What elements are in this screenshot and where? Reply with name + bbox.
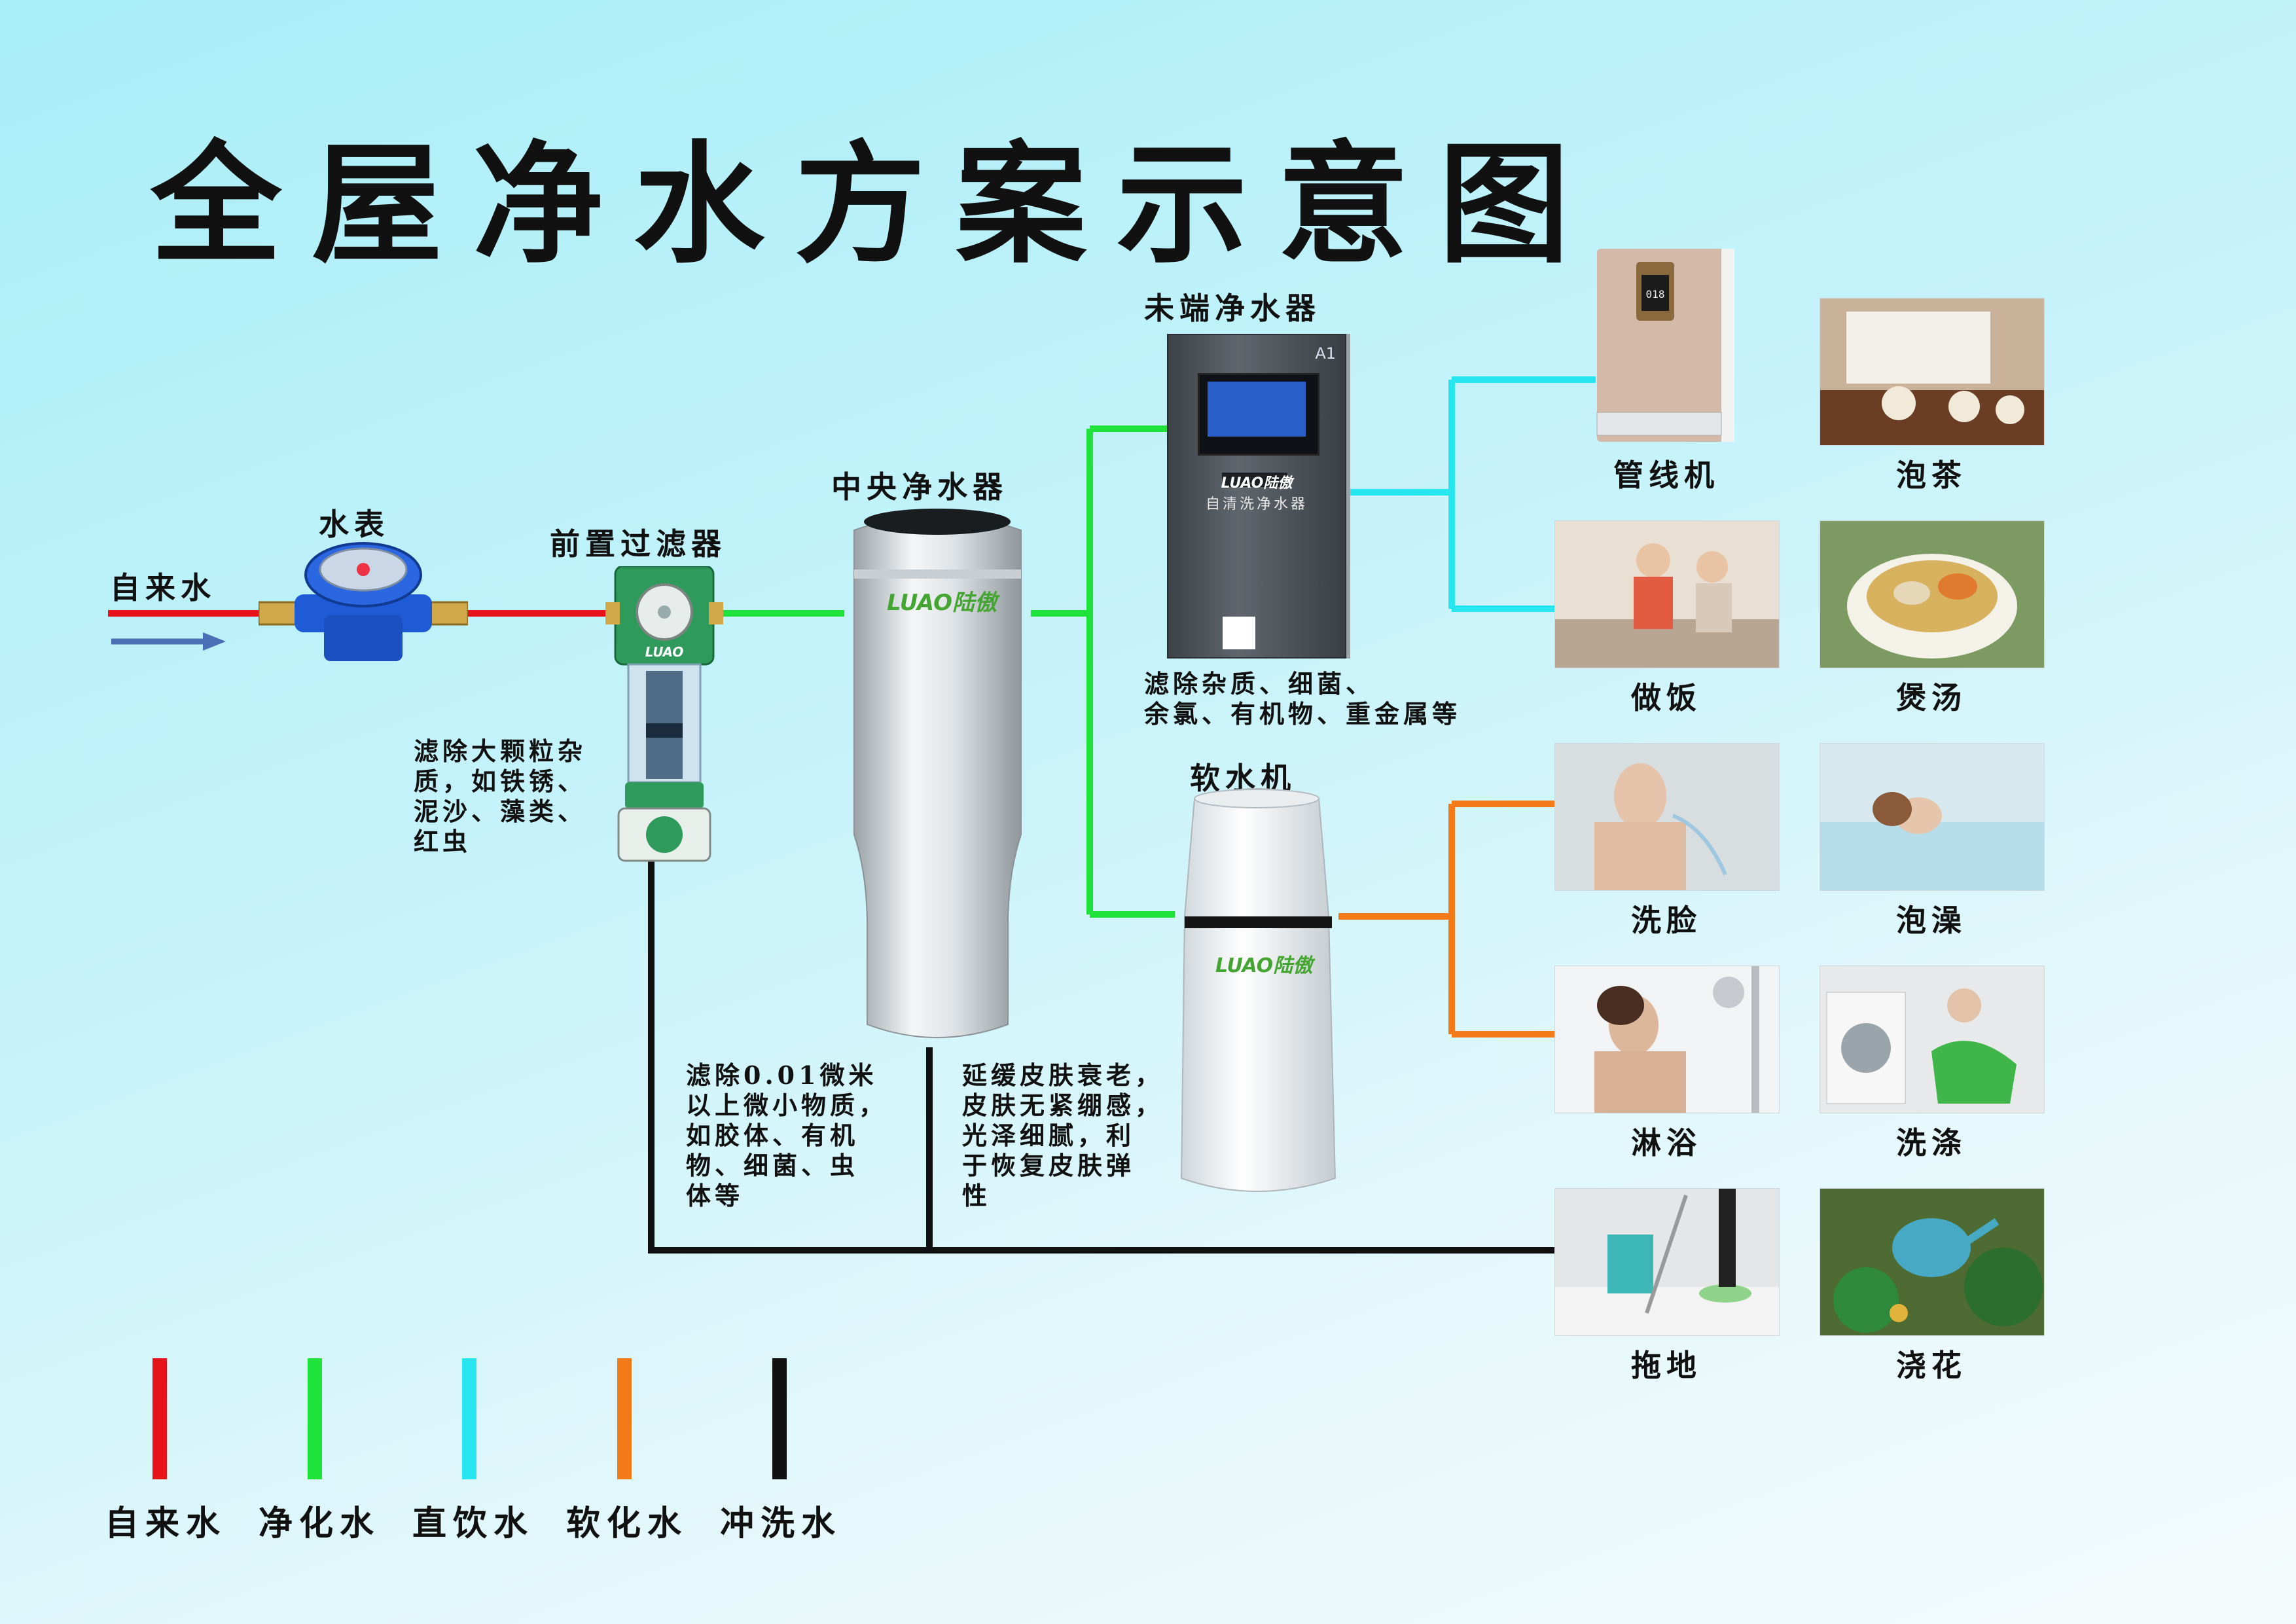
caption-cooking: 做饭: [1631, 680, 1702, 715]
soup-photo: [1820, 520, 2045, 668]
qr-code-icon: [1223, 617, 1255, 649]
tap-water-label: 自来水: [110, 570, 216, 605]
pre-filter-label: 前置过滤器: [550, 526, 726, 562]
tea-icon: [1820, 298, 2044, 445]
mopping-icon: [1555, 1189, 1779, 1335]
bath-icon: [1820, 744, 2044, 890]
terminal-purifier-label: 未端净水器: [1144, 291, 1321, 326]
face-wash-photo: [1554, 743, 1780, 891]
softener-brand: LUAO陆傲: [1215, 954, 1313, 977]
face-wash-icon: [1555, 744, 1779, 890]
soup-icon: [1820, 521, 2044, 668]
page-title: 全屋净水方案示意图: [151, 128, 1600, 281]
legend-swatch-softened: [617, 1358, 632, 1479]
terminal-description: 滤除杂质、细菌、 余氯、有机物、重金属等: [1144, 669, 1462, 729]
caption-laundry: 洗涤: [1896, 1125, 1967, 1161]
softener-device: LUAO陆傲: [1175, 785, 1338, 1198]
legend-label-direct: 直饮水: [412, 1504, 535, 1543]
caption-tea: 泡茶: [1896, 458, 1967, 493]
softener-body: [1180, 788, 1336, 1192]
caption-soup: 煲汤: [1896, 680, 1967, 715]
terminal-screen-frame: [1198, 373, 1319, 456]
tea-photo: [1820, 298, 2045, 446]
terminal-brand: LUAO陆傲: [1221, 475, 1293, 492]
dispenser-display: 018: [1646, 288, 1665, 300]
bath-photo: [1820, 743, 2045, 891]
watering-photo: [1820, 1188, 2045, 1336]
legend-label-flush: 冲洗水: [720, 1504, 842, 1543]
legend-label-purified: 净化水: [259, 1504, 381, 1543]
water-meter-icon: [259, 542, 468, 661]
pipeline-machine-photo: 018: [1590, 245, 1741, 445]
pre-filter-brand: LUAO: [645, 644, 684, 660]
terminal-screen: [1208, 382, 1306, 437]
central-purifier-brand: LUAO陆傲: [887, 590, 997, 616]
legend-swatch-flush: [772, 1358, 787, 1479]
caption-watering: 浇花: [1896, 1348, 1967, 1383]
water-meter-label: 水表: [319, 507, 389, 542]
legend-swatch-direct: [462, 1358, 476, 1479]
central-purifier-device: LUAO陆傲: [841, 507, 1034, 1041]
shower-icon: [1555, 966, 1779, 1113]
flow-arrow-head: [203, 632, 226, 651]
terminal-subtitle: 自清洗净水器: [1205, 496, 1308, 513]
shower-photo: [1554, 965, 1780, 1113]
central-purifier-body: [853, 509, 1022, 1038]
caption-pipeline-machine: 管线机: [1613, 458, 1719, 493]
cooking-photo: [1554, 520, 1780, 668]
caption-mopping: 拖地: [1631, 1348, 1702, 1383]
watering-icon: [1820, 1189, 2044, 1335]
caption-face-wash: 洗脸: [1631, 903, 1702, 938]
dispenser-icon: 018: [1596, 249, 1734, 442]
laundry-photo: [1820, 965, 2045, 1113]
laundry-icon: [1820, 966, 2044, 1113]
pre-filter-device: LUAO: [605, 566, 723, 862]
softener-description: 延缓皮肤衰老， 皮肤无紧绷感， 光泽细腻，利 于恢复皮肤弹 性: [962, 1060, 1164, 1210]
central-description: 滤除0.01微米 以上微小物质， 如胶体、有机 物、细菌、虫 体等: [686, 1060, 888, 1210]
legend-swatch-purified: [308, 1358, 322, 1479]
terminal-model: A1: [1315, 344, 1336, 363]
pre-filter-description: 滤除大颗粒杂 质，如铁锈、 泥沙、藻类、 红虫: [414, 736, 587, 856]
terminal-purifier-device: A1 LUAO陆傲 自清洗净水器: [1167, 334, 1346, 659]
legend-swatch-tap: [152, 1358, 167, 1479]
legend-label-tap: 自来水: [105, 1504, 227, 1543]
cooking-icon: [1555, 521, 1779, 668]
caption-bath: 泡澡: [1896, 903, 1967, 938]
caption-shower: 淋浴: [1631, 1125, 1702, 1161]
legend-label-softened: 软化水: [566, 1504, 689, 1543]
central-purifier-label: 中央净水器: [831, 469, 1008, 505]
mopping-photo: [1554, 1188, 1780, 1336]
